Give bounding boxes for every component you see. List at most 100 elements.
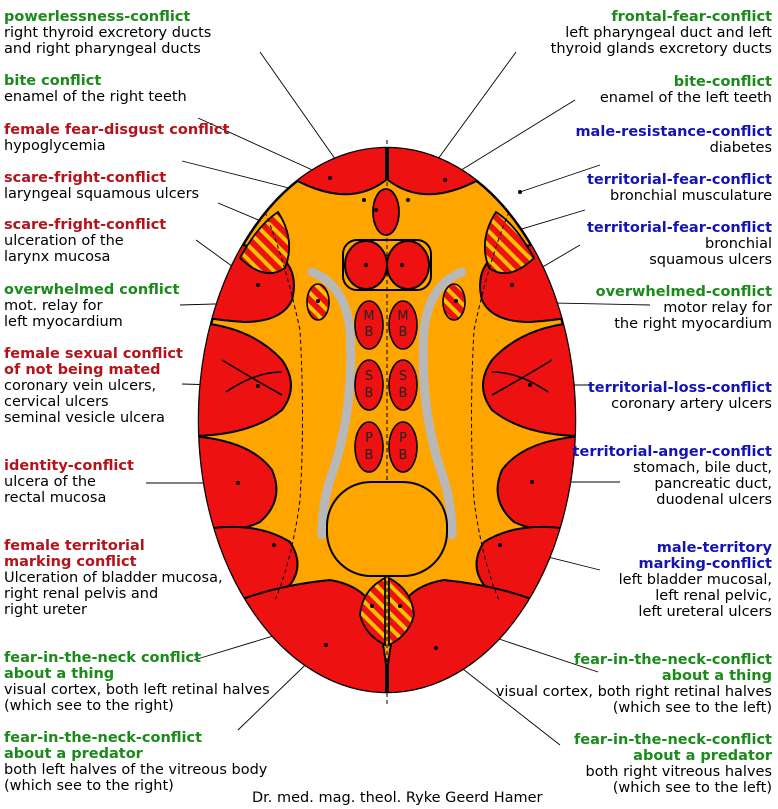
label-line: left pharyngeal duct and left bbox=[565, 25, 772, 41]
label-left-10: fear-in-the-neck-conflict about a predat… bbox=[4, 730, 267, 794]
leader-dot bbox=[510, 283, 514, 287]
label-heading: bite-conflict bbox=[673, 74, 772, 90]
label-heading: frontal-fear-conflict bbox=[611, 9, 772, 25]
label-line: squamous ulcers bbox=[649, 252, 772, 268]
cell-letter: M bbox=[363, 309, 374, 324]
hatched-lobe-right bbox=[483, 210, 536, 275]
leader-line bbox=[444, 99, 576, 181]
motor-relay-right bbox=[442, 283, 466, 321]
label-line: motor relay for bbox=[663, 300, 772, 316]
label-line: right thyroid excretory ducts bbox=[4, 25, 212, 41]
cell-mb-left bbox=[354, 300, 384, 350]
cross-mark bbox=[491, 371, 549, 393]
label-heading: powerlessness-conflict bbox=[4, 9, 191, 25]
label-left-9: fear-in-the-neck conflict about a thing … bbox=[4, 650, 270, 714]
label-line: laryngeal squamous ulcers bbox=[4, 186, 200, 202]
label-heading: fear-in-the-neck-conflict about a thing bbox=[573, 652, 772, 684]
label-line: Ulceration of bladder mucosa, bbox=[4, 570, 223, 586]
label-line: bronchial musculature bbox=[609, 188, 772, 204]
leader-line bbox=[197, 117, 331, 179]
gray-band-right bbox=[418, 267, 467, 540]
cross-mark bbox=[221, 359, 283, 396]
label-heading: bite conflict bbox=[4, 73, 102, 89]
label-line: right renal pelvis and bbox=[4, 586, 159, 602]
label-heading: territorial-loss-conflict bbox=[587, 380, 772, 396]
label-left-5: overwhelmed conflict mot. relay for left… bbox=[4, 282, 179, 330]
hatched-occipital-right bbox=[388, 576, 415, 647]
label-line: cervical ulcers bbox=[4, 394, 109, 410]
label-line: left myocardium bbox=[4, 314, 123, 330]
label-line: (which see to the right) bbox=[4, 698, 174, 714]
label-line: enamel of the left teeth bbox=[599, 90, 772, 106]
leader-dot bbox=[434, 646, 438, 650]
label-heading: overwhelmed-conflict bbox=[595, 284, 772, 300]
label-line: rectal mucosa bbox=[4, 490, 107, 506]
lobe-right-mid bbox=[482, 320, 575, 438]
label-heading: female territorial marking conflict bbox=[4, 538, 145, 570]
label-line: ulcera of the bbox=[4, 474, 96, 490]
label-left-2: female fear-disgust conflict hypoglycemi… bbox=[4, 122, 229, 154]
cell-letter: B bbox=[365, 325, 374, 340]
leader-dot bbox=[398, 604, 402, 608]
leader-dot bbox=[316, 299, 320, 303]
hatched-lobe-left bbox=[238, 210, 291, 275]
leader-dot bbox=[236, 481, 240, 485]
label-heading: male-resistance-conflict bbox=[575, 124, 772, 140]
label-heading: male-territory marking-conflict bbox=[638, 540, 772, 572]
label-line: both right vitreous halves bbox=[585, 764, 772, 780]
label-line: larynx mucosa bbox=[4, 249, 111, 265]
label-line: coronary artery ulcers bbox=[611, 396, 772, 412]
label-heading: female sexual conflict of not being mate… bbox=[4, 346, 183, 378]
author-caption: Dr. med. mag. theol. Ryke Geerd Hamer bbox=[252, 790, 543, 806]
label-heading: female fear-disgust conflict bbox=[4, 122, 230, 138]
leader-dot bbox=[400, 263, 404, 267]
label-line: duodenal ulcers bbox=[656, 492, 772, 508]
cell-letter: B bbox=[365, 448, 374, 463]
label-line: visual cortex, both right retinal halves bbox=[495, 684, 772, 700]
label-heading: territorial-fear-conflict bbox=[586, 172, 772, 188]
cell-letter: S bbox=[365, 369, 373, 384]
leader-dots bbox=[236, 176, 534, 650]
cell-sb-right bbox=[388, 359, 418, 411]
dashed-arc-right bbox=[471, 211, 510, 601]
label-line: hypoglycemia bbox=[4, 138, 106, 154]
label-left-4: scare-fright-conflict ulceration of the … bbox=[4, 217, 166, 265]
cell-letter: B bbox=[399, 448, 408, 463]
label-left-7: identity-conflict ulcera of the rectal m… bbox=[4, 458, 134, 506]
label-line: stomach, bile duct, bbox=[633, 460, 772, 476]
leader-dot bbox=[272, 543, 276, 547]
label-line: thyroid glands excretory ducts bbox=[550, 41, 772, 57]
label-heading: identity-conflict bbox=[4, 458, 134, 474]
label-left-3: scare-fright-conflict laryngeal squamous… bbox=[4, 170, 199, 202]
label-line: left ureteral ulcers bbox=[638, 604, 772, 620]
cell-pb-right bbox=[388, 421, 418, 473]
leader-dot bbox=[256, 384, 260, 388]
leader-dot bbox=[454, 299, 458, 303]
cell-letter: P bbox=[365, 431, 373, 446]
label-line: coronary vein ulcers, bbox=[4, 378, 157, 394]
leader-dot bbox=[374, 208, 378, 212]
label-heading: fear-in-the-neck-conflict about a predat… bbox=[4, 730, 203, 762]
label-heading: territorial-fear-conflict bbox=[586, 220, 772, 236]
label-line: and right pharyngeal ducts bbox=[4, 41, 201, 57]
cell-letter: B bbox=[399, 325, 408, 340]
hatched-occipital-left bbox=[359, 576, 386, 647]
label-left-1: bite conflict enamel of the right teeth bbox=[4, 73, 187, 105]
gray-band-left bbox=[307, 267, 356, 540]
leader-dot bbox=[528, 383, 532, 387]
cell-letter: P bbox=[399, 431, 407, 446]
label-heading: overwhelmed conflict bbox=[4, 282, 180, 298]
label-heading: scare-fright-conflict bbox=[4, 217, 167, 233]
label-line: enamel of the right teeth bbox=[4, 89, 187, 105]
label-right-7: territorial-anger-conflict stomach, bile… bbox=[573, 444, 772, 508]
label-right-5: overwhelmed-conflict motor relay for the… bbox=[596, 284, 772, 332]
label-heading: scare-fright-conflict bbox=[4, 170, 167, 186]
lobe-cross-marks bbox=[221, 359, 553, 396]
leader-dot bbox=[328, 176, 332, 180]
lobe-left-mid bbox=[199, 320, 292, 438]
cell-sb-left bbox=[354, 359, 384, 411]
twin-oval-frame bbox=[342, 239, 432, 291]
label-heading: territorial-anger-conflict bbox=[572, 444, 772, 460]
